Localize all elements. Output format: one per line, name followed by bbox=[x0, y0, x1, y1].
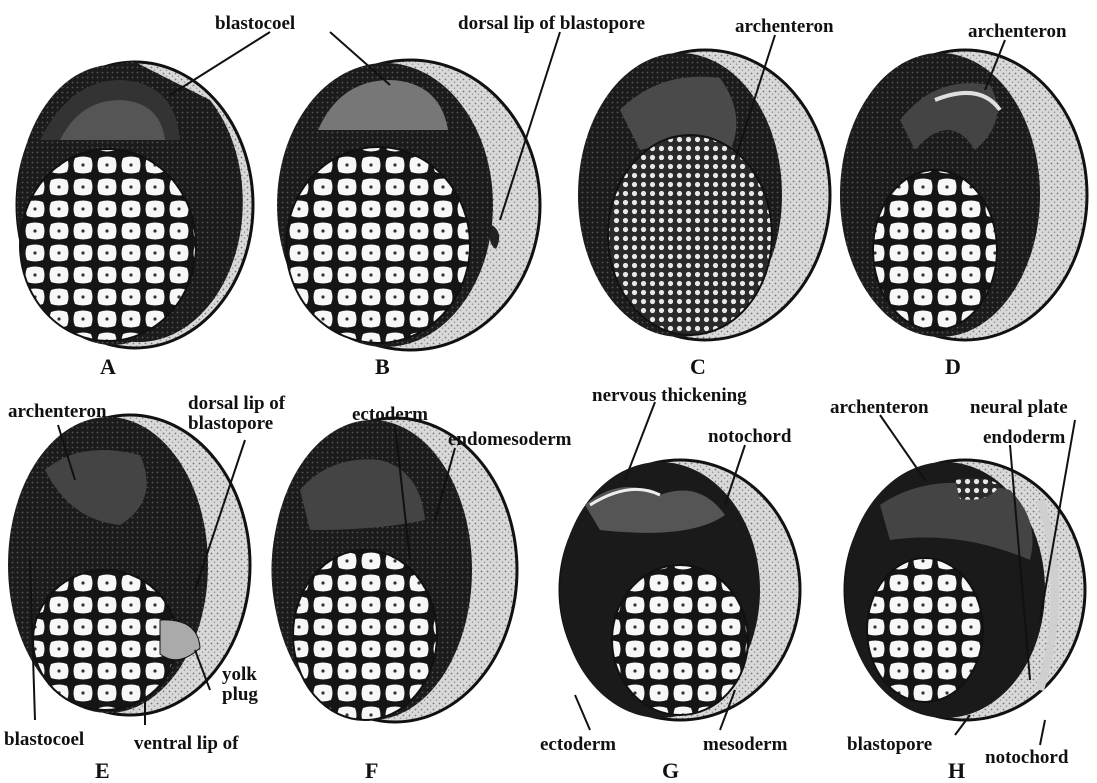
label-g-notochord: notochord bbox=[708, 427, 791, 446]
embryo-c bbox=[578, 50, 830, 340]
label-c-archenteron: archenteron bbox=[735, 17, 834, 36]
panel-letter-b: B bbox=[375, 356, 390, 378]
label-e-dorsal-lip: dorsal lip of blastopore bbox=[188, 394, 285, 434]
panel-letter-c: C bbox=[690, 356, 706, 378]
embryo-b bbox=[277, 60, 540, 350]
panel-letter-g: G bbox=[662, 760, 679, 782]
panel-letter-e: E bbox=[95, 760, 110, 782]
panel-letter-d: D bbox=[945, 356, 961, 378]
label-e-ventral-lip: ventral lip of bbox=[134, 734, 239, 753]
label-h-endoderm: endoderm bbox=[983, 428, 1065, 447]
embryo-d bbox=[840, 50, 1087, 340]
label-g-ectoderm: ectoderm bbox=[540, 735, 616, 754]
label-b-dorsal-lip: dorsal lip of blastopore bbox=[458, 14, 645, 33]
label-a-blastocoel: blastocoel bbox=[215, 14, 295, 33]
label-h-neural-plate: neural plate bbox=[970, 398, 1068, 417]
label-h-blastopore: blastopore bbox=[847, 735, 932, 754]
embryo-f bbox=[272, 418, 517, 722]
embryo-a bbox=[17, 62, 253, 348]
label-g-nervous-thickening: nervous thickening bbox=[592, 386, 747, 405]
embryo-g bbox=[560, 460, 800, 720]
embryo-h bbox=[845, 460, 1085, 720]
label-g-mesoderm: mesoderm bbox=[703, 735, 787, 754]
label-e-archenteron: archenteron bbox=[8, 402, 107, 421]
label-f-ectoderm: ectoderm bbox=[352, 405, 428, 424]
label-f-endomesoderm: endomesoderm bbox=[448, 430, 571, 449]
label-h-notochord: notochord bbox=[985, 748, 1068, 767]
label-h-archenteron: archenteron bbox=[830, 398, 929, 417]
label-e-blastocoel: blastocoel bbox=[4, 730, 84, 749]
embryo-e bbox=[8, 415, 250, 715]
label-d-archenteron: archenteron bbox=[968, 22, 1067, 41]
panel-letter-f: F bbox=[365, 760, 378, 782]
label-e-yolk-plug: yolk plug bbox=[222, 665, 258, 705]
panel-letter-a: A bbox=[100, 356, 116, 378]
panel-letter-h: H bbox=[948, 760, 965, 782]
